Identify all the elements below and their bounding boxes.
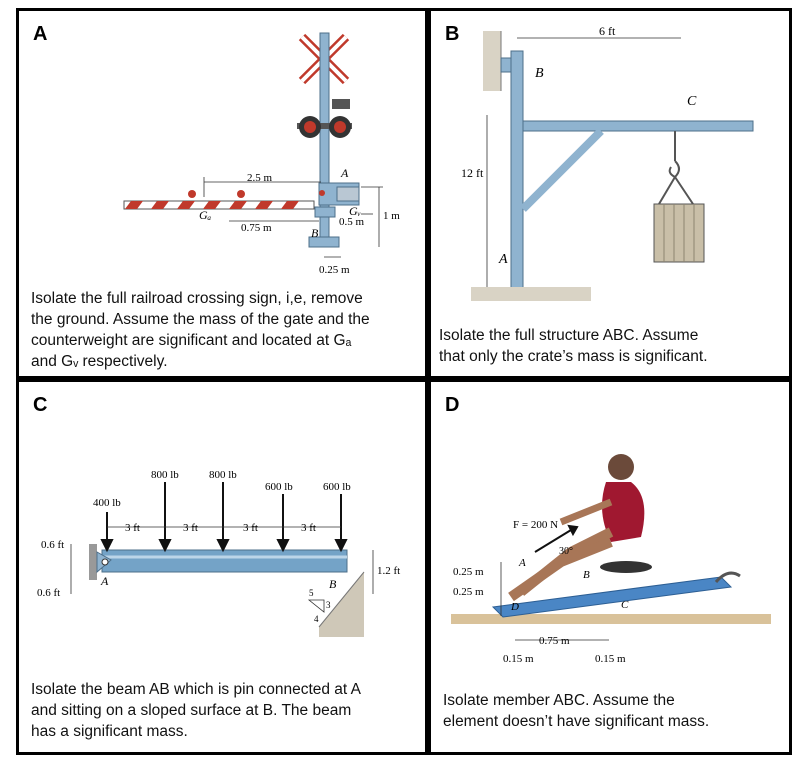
point-c: C	[621, 599, 629, 611]
dim-w2: 0.15 m	[503, 653, 534, 665]
rowing-rail	[491, 571, 741, 618]
wall	[483, 31, 502, 91]
caption-line: Isolate the full railroad crossing sign,…	[31, 290, 363, 307]
dim-w1: 0.75 m	[539, 635, 570, 647]
point-gw: Gᵥ	[349, 204, 361, 218]
pole-base	[308, 236, 340, 248]
caption-line: the ground. Assume the mass of the gate …	[31, 311, 370, 328]
dim-left-bottom: 0.6 ft	[37, 587, 60, 599]
horizontal-arm	[522, 120, 754, 132]
point-b: B	[329, 577, 337, 591]
jib-crane-diagram: 6 ft 12 ft B C A	[461, 24, 754, 301]
slope-4: 4	[314, 614, 319, 624]
point-a: A	[340, 166, 349, 180]
spacing-2: 3 ft	[183, 522, 198, 534]
railroad-crossing-diagram: 2.5 m 0.75 m 0.5 m 1 m 0.25 m Gₐ Gᵥ A B	[123, 32, 400, 276]
caption-line: has a significant mass.	[31, 723, 188, 740]
panel-c-caption: Isolate the beam AB which is pin connect…	[31, 679, 421, 742]
caption-line: element doesn’t have significant mass.	[443, 713, 710, 730]
slope-support	[318, 571, 365, 637]
dim-h1: 0.25 m	[453, 566, 484, 578]
crate	[653, 203, 705, 263]
beam	[101, 549, 348, 573]
signal-lights	[297, 99, 352, 138]
slope-5: 5	[309, 588, 314, 598]
panel-d: D F = 200 N 30° 0.25 m 0.25 m 0.75 m	[428, 379, 792, 755]
point-a: A	[498, 252, 508, 267]
point-a: A	[100, 574, 109, 588]
slope-3: 3	[326, 600, 331, 610]
seat	[600, 561, 652, 573]
force-label: F = 200 N	[513, 519, 558, 531]
hook	[658, 131, 694, 205]
ground	[471, 287, 591, 301]
dim-0-25m: 0.25 m	[319, 264, 350, 276]
point-ga: Gₐ	[199, 208, 212, 222]
load-800b: 800 lb	[209, 469, 237, 481]
dim-2-5m: 2.5 m	[247, 172, 273, 184]
panel-c-label: C	[33, 394, 48, 416]
load-400: 400 lb	[93, 497, 121, 509]
dim-left-top: 0.6 ft	[41, 539, 64, 551]
panel-a-caption: Isolate the full railroad crossing sign,…	[31, 288, 421, 372]
dim-1m: 1 m	[383, 210, 400, 222]
caption-line: Isolate member ABC. Assume the	[443, 692, 675, 709]
diagonal-brace	[520, 128, 604, 212]
floor	[451, 614, 771, 624]
dim-w3: 0.15 m	[595, 653, 626, 665]
rower-figure	[508, 454, 645, 602]
caption-line: that only the crate’s mass is significan…	[439, 348, 708, 365]
panel-c: C 400 lb 800 lb 8	[16, 379, 428, 755]
spacing-3: 3 ft	[243, 522, 258, 534]
dim-6ft: 6 ft	[599, 24, 616, 38]
beam-diagram: 400 lb 800 lb 800 lb 600 lb 600 lb 3 ft …	[37, 469, 400, 637]
load-800a: 800 lb	[151, 469, 179, 481]
spacing-4: 3 ft	[301, 522, 316, 534]
dim-0-75m: 0.75 m	[241, 222, 272, 234]
rowing-machine-diagram: F = 200 N 30° 0.25 m 0.25 m 0.75 m 0.15 …	[451, 454, 771, 665]
caption-line: Isolate the beam AB which is pin connect…	[31, 681, 362, 698]
counterweight-mechanism	[314, 182, 360, 218]
dim-12ft: 12 ft	[461, 166, 484, 180]
gate-arm	[123, 190, 315, 210]
panel-b-caption: Isolate the full structure ABC. Assume t…	[439, 325, 789, 367]
caption-line: Isolate the full structure ABC. Assume	[439, 327, 699, 344]
force-arrow	[534, 524, 579, 553]
dim-right: 1.2 ft	[377, 565, 400, 577]
vertical-post	[510, 50, 524, 292]
point-b: B	[311, 226, 319, 240]
panel-a: A	[16, 8, 428, 379]
panel-b-label: B	[445, 23, 460, 45]
point-b: B	[583, 569, 590, 581]
caption-line: counterweight are significant and locate…	[31, 332, 352, 349]
load-600a: 600 lb	[265, 481, 293, 493]
dim-h2: 0.25 m	[453, 586, 484, 598]
slope-triangle	[307, 599, 325, 613]
panel-d-label: D	[445, 394, 460, 416]
point-c: C	[687, 94, 697, 109]
caption-line: and sitting on a sloped surface at B. Th…	[31, 702, 352, 719]
angle-label: 30°	[559, 546, 573, 557]
load-600b: 600 lb	[323, 481, 351, 493]
point-d: D	[510, 601, 519, 613]
load-arrows	[100, 482, 348, 553]
spacing-1: 3 ft	[125, 522, 140, 534]
panel-a-label: A	[33, 23, 48, 45]
panel-b: B 6 ft 12 ft B C A	[428, 8, 792, 379]
panel-d-caption: Isolate member ABC. Assume the element d…	[443, 690, 783, 732]
point-b: B	[535, 66, 544, 81]
point-a: A	[518, 557, 526, 569]
dim-0-5m: 0.5 m	[339, 216, 365, 228]
pin-support	[89, 544, 112, 580]
caption-line: and Gᵥ respectively.	[31, 353, 168, 370]
